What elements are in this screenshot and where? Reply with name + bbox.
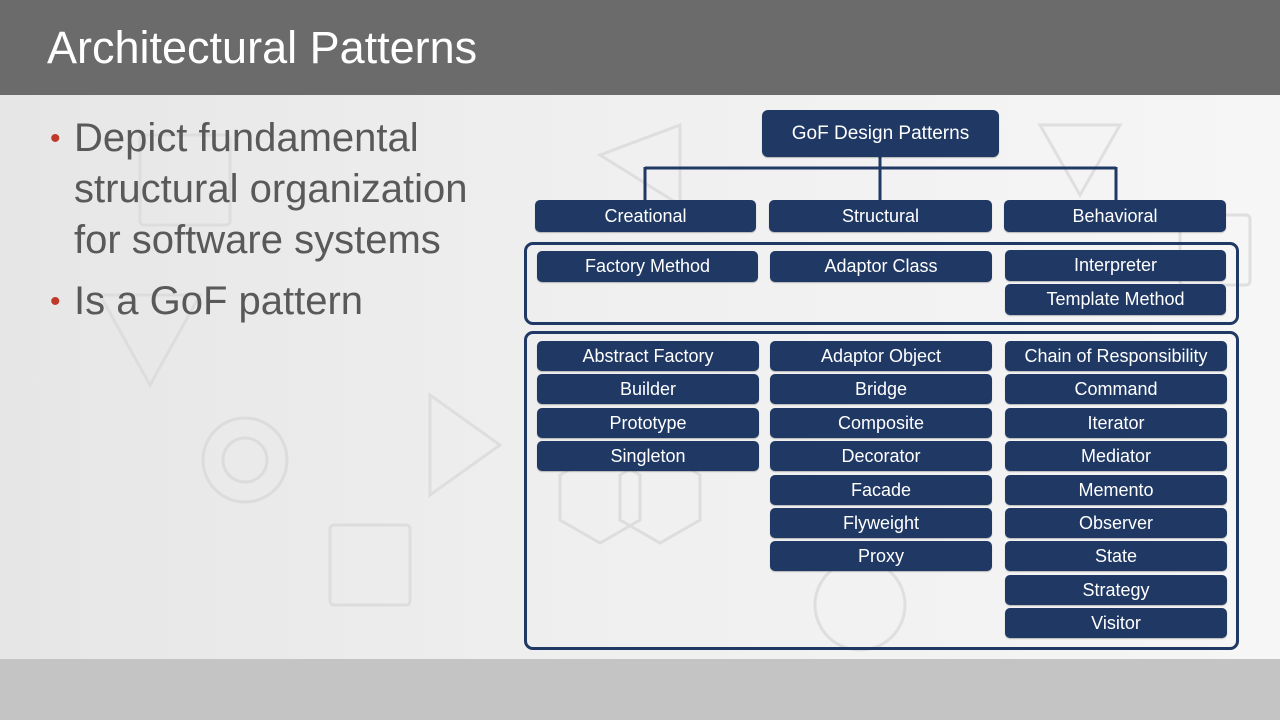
category-creational: Creational [535,200,756,232]
bullet-marker: • [50,122,61,155]
pattern-template-method: Template Method [1005,284,1226,315]
bullet-marker: • [50,285,61,318]
diagram-root-node: GoF Design Patterns [762,110,999,157]
pattern-interpreter: Interpreter [1005,250,1226,281]
pattern-facade: Facade [770,475,992,505]
pattern-observer: Observer [1005,508,1227,538]
slide-title: Architectural Patterns [47,22,478,73]
pattern-abstract-factory: Abstract Factory [537,341,759,371]
category-behavioral: Behavioral [1004,200,1226,232]
pattern-visitor: Visitor [1005,608,1227,638]
bullet-text: Is a GoF pattern [74,279,364,323]
pattern-mediator: Mediator [1005,441,1227,471]
bullet-item: • Depict fundamental structural organiza… [50,113,520,266]
pattern-command: Command [1005,374,1227,404]
pattern-chain-of-responsibility: Chain of Responsibility [1005,341,1227,371]
pattern-singleton: Singleton [537,441,759,471]
bullet-list: • Depict fundamental structural organiza… [50,113,520,337]
pattern-decorator: Decorator [770,441,992,471]
pattern-flyweight: Flyweight [770,508,992,538]
category-structural: Structural [769,200,992,232]
bullet-item: • Is a GoF pattern [50,276,520,327]
pattern-adaptor-class: Adaptor Class [770,251,992,282]
bullet-text: Depict fundamental structural organizati… [74,116,468,262]
pattern-bridge: Bridge [770,374,992,404]
pattern-proxy: Proxy [770,541,992,571]
pattern-state: State [1005,541,1227,571]
class-scope-group [524,242,1239,325]
pattern-iterator: Iterator [1005,408,1227,438]
pattern-adaptor-object: Adaptor Object [770,341,992,371]
title-bar: Architectural Patterns [0,0,1280,95]
pattern-factory-method: Factory Method [537,251,758,282]
pattern-memento: Memento [1005,475,1227,505]
background-pattern [97,122,1252,652]
object-scope-group [524,331,1239,650]
pattern-builder: Builder [537,374,759,404]
pattern-strategy: Strategy [1005,575,1227,605]
pattern-composite: Composite [770,408,992,438]
pattern-prototype: Prototype [537,408,759,438]
